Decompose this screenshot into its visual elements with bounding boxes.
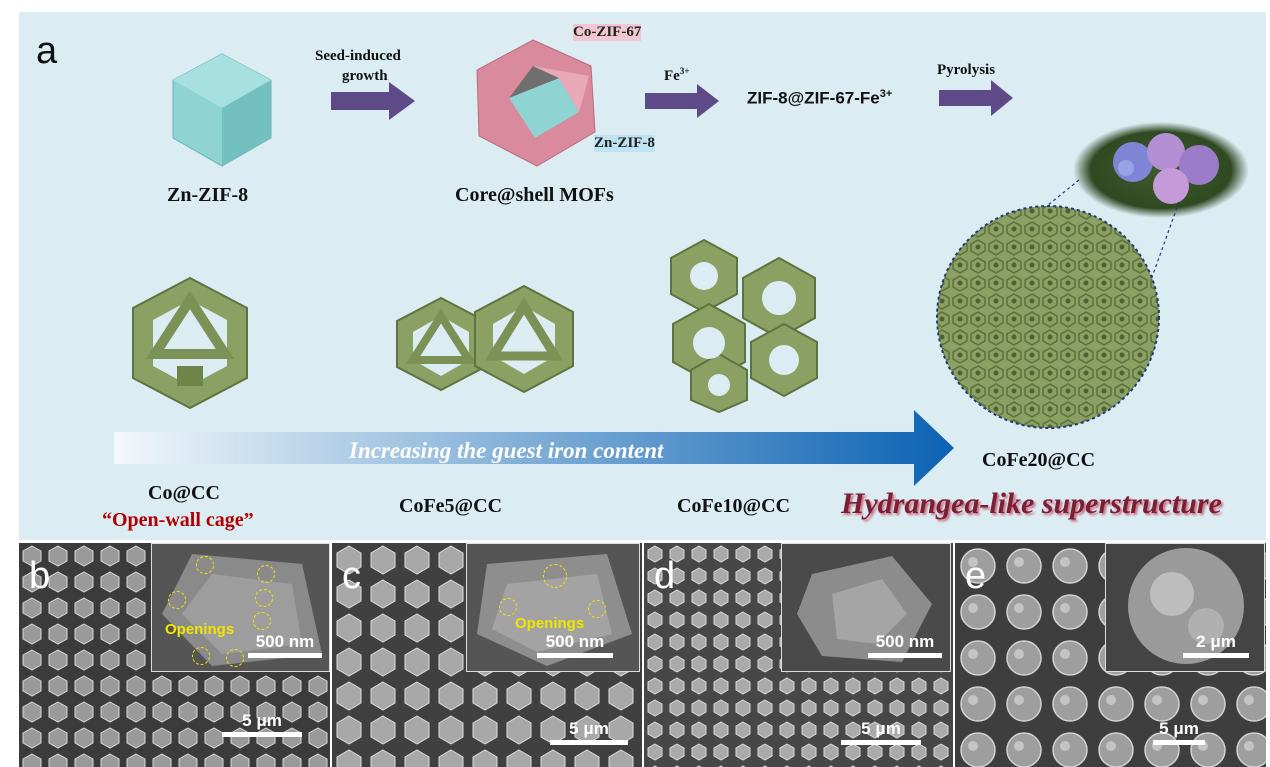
panel-letter-a: a xyxy=(36,30,58,72)
inset-scale-bar-b: 500 nm xyxy=(248,632,322,658)
panel-letter-e: e xyxy=(965,555,987,597)
main-scale-bar-e: 5 μm xyxy=(1153,719,1205,745)
pyrolysis-arrow-icon xyxy=(939,80,1013,116)
main-scale-bar-b: 5 μm xyxy=(222,711,302,737)
sem-e-inset: 2 μm xyxy=(1105,543,1265,672)
growth-label: growth xyxy=(342,68,388,84)
intermediate-label: ZIF-8@ZIF-67-Fe3+ xyxy=(747,88,893,108)
sem-b-inset: Openings 500 nm xyxy=(151,543,330,672)
seed-growth-arrow-icon xyxy=(331,82,415,120)
panel-letter-b: b xyxy=(29,555,51,597)
open-wall-cage-label: “Open-wall cage” xyxy=(102,509,254,531)
cofe5-cage-right-icon xyxy=(474,284,574,394)
pyrolysis-label: Pyrolysis xyxy=(937,62,996,78)
openings-label-c: Openings xyxy=(515,615,585,632)
iron-content-gradient-arrow xyxy=(114,410,954,486)
zif8-crystal-icon xyxy=(172,53,272,167)
co-zif67-label: Co-ZIF-67 xyxy=(573,24,642,41)
iron-content-label: Increasing the guest iron content xyxy=(349,438,664,463)
cofe10-cage-cluster-icon xyxy=(670,238,818,414)
inset-scale-bar-c: 500 nm xyxy=(537,632,613,658)
co-cc-cage-icon xyxy=(132,276,248,410)
cofe20-label: CoFe20@CC xyxy=(982,449,1096,471)
sem-panel-d: d 500 nm 5 μm xyxy=(644,543,953,767)
panel-letter-c: c xyxy=(342,555,361,597)
inset-scale-bar-d: 500 nm xyxy=(868,632,942,658)
sem-panel-b: b Openings 500 nm 5 μm xyxy=(19,543,330,767)
co-cc-label: Co@CC xyxy=(148,482,220,504)
core-shell-mof-icon xyxy=(476,39,596,167)
sem-panel-c: c Openings 500 nm 5 μm xyxy=(332,543,642,767)
main-scale-bar-d: 5 μm xyxy=(841,719,921,745)
hydrangea-photo-icon xyxy=(1073,122,1249,218)
main-scale-bar-c: 5 μm xyxy=(550,719,628,745)
panel-letter-d: d xyxy=(654,555,676,597)
fe-label: Fe3+ xyxy=(664,66,690,84)
cofe5-cage-left-icon xyxy=(396,296,486,392)
hydrangea-superstructure-label: Hydrangea-like superstructure xyxy=(841,487,1222,520)
zif8-label: Zn-ZIF-8 xyxy=(167,184,249,206)
sem-panel-e: e 2 μm 5 μm xyxy=(955,543,1266,767)
inset-scale-bar-e: 2 μm xyxy=(1183,632,1249,658)
cofe10-label: CoFe10@CC xyxy=(677,495,791,517)
fe-arrow-icon xyxy=(645,84,719,118)
sem-c-inset: Openings 500 nm xyxy=(466,543,640,672)
cofe5-label: CoFe5@CC xyxy=(399,495,503,517)
sem-d-inset: 500 nm xyxy=(781,543,951,672)
scheme-panel-a: a Zn-ZIF-8 Seed-induced growth Co-ZIF-67… xyxy=(19,12,1266,540)
core-shell-label: Core@shell MOFs xyxy=(455,184,614,206)
seed-induced-label: Seed-induced xyxy=(315,48,401,64)
superstructure-sphere-icon xyxy=(936,205,1160,429)
openings-label-b: Openings xyxy=(165,621,235,638)
zn-zif8-inner-label: Zn-ZIF-8 xyxy=(594,135,655,152)
